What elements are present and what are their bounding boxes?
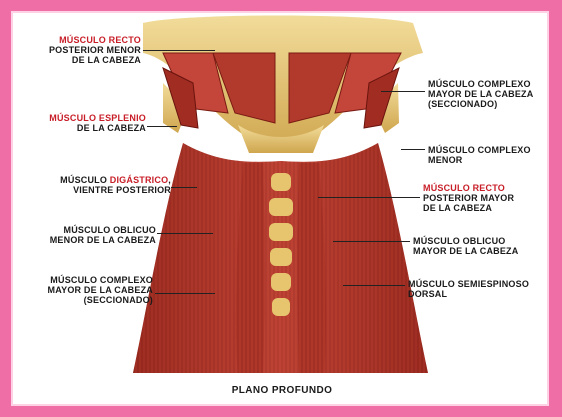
label-digastrico-title: MÚSCULO DIGÁSTRICO,: [21, 175, 171, 185]
label-recto-menor-title: MÚSCULO RECTO: [21, 35, 141, 45]
diagram-panel: MÚSCULO RECTO POSTERIOR MENOR DE LA CABE…: [11, 11, 549, 406]
label-semiespinoso-title: MÚSCULO SEMIESPINOSO: [408, 279, 548, 289]
leader-line: [171, 187, 197, 188]
label-recto-menor-line3: DE LA CABEZA: [21, 55, 141, 65]
label-recto-mayor-line2: POSTERIOR MAYOR: [423, 193, 543, 203]
label-digastrico-comma: ,: [168, 175, 171, 185]
leader-line: [157, 233, 213, 234]
label-complexo-menor-line2: MENOR: [428, 155, 548, 165]
label-complexo-left-line3: (SECCIONADO): [21, 295, 153, 305]
label-complexo-right-line3: (SECCIONADO): [428, 99, 548, 109]
leader-line: [333, 241, 410, 242]
label-digastrico-name: DIGÁSTRICO: [110, 175, 169, 185]
label-oblicuo-mayor-line2: MAYOR DE LA CABEZA: [413, 246, 543, 256]
leader-line: [143, 50, 215, 51]
label-recto-menor-line2: POSTERIOR MENOR: [21, 45, 141, 55]
leader-line: [401, 149, 425, 150]
label-oblicuo-menor-line2: MENOR DE LA CABEZA: [21, 235, 156, 245]
label-oblicuo-menor-title: MÚSCULO OBLICUO: [21, 225, 156, 235]
label-complexo-right-line2: MAYOR DE LA CABEZA: [428, 89, 548, 99]
leader-line: [343, 285, 405, 286]
label-recto-mayor-title: MÚSCULO RECTO: [423, 183, 543, 193]
label-esplenio-title: MÚSCULO ESPLENIO: [21, 113, 146, 123]
label-complexo-left-title: MÚSCULO COMPLEXO: [21, 275, 153, 285]
label-complexo-left-line2: MAYOR DE LA CABEZA: [21, 285, 153, 295]
label-complexo-right-title: MÚSCULO COMPLEXO: [428, 79, 548, 89]
label-digastrico-prefix: MÚSCULO: [60, 175, 110, 185]
label-esplenio-line2: DE LA CABEZA: [21, 123, 146, 133]
label-digastrico-line2: VIENTRE POSTERIOR: [21, 185, 171, 195]
leader-line: [155, 293, 215, 294]
diagram-caption: PLANO PROFUNDO: [13, 385, 551, 396]
leader-line: [147, 126, 177, 127]
label-oblicuo-mayor-title: MÚSCULO OBLICUO: [413, 236, 543, 246]
label-complexo-menor-title: MÚSCULO COMPLEXO: [428, 145, 548, 155]
label-recto-mayor-line3: DE LA CABEZA: [423, 203, 543, 213]
leader-line: [318, 197, 420, 198]
leader-line: [381, 91, 425, 92]
label-semiespinoso-line2: DORSAL: [408, 289, 548, 299]
